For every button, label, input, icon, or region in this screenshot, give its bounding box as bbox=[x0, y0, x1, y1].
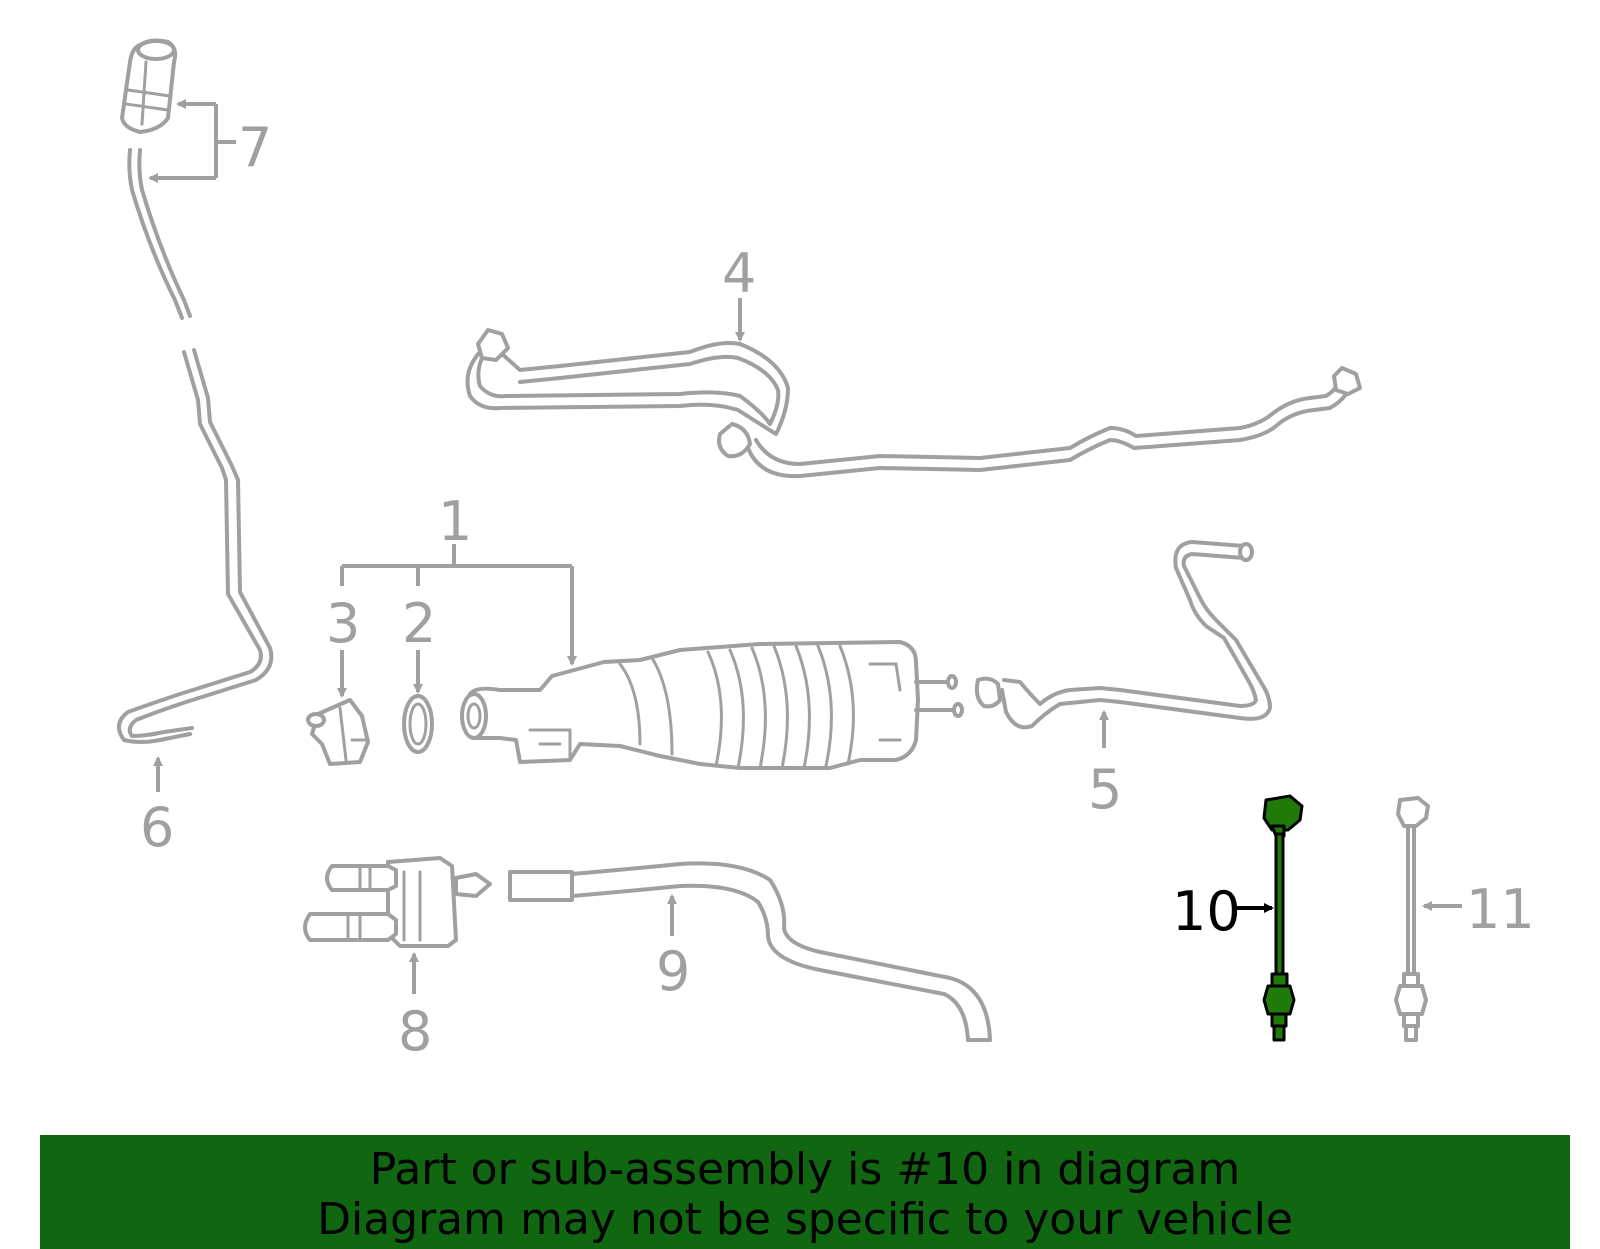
info-banner: Part or sub-assembly is #10 in diagram D… bbox=[40, 1135, 1570, 1249]
part-2 bbox=[402, 694, 434, 754]
part-3 bbox=[306, 698, 370, 766]
part-11-sensor bbox=[1394, 796, 1430, 1042]
part-9 bbox=[508, 861, 992, 1042]
callout-1: 1 bbox=[438, 490, 472, 553]
part-1-canister bbox=[460, 640, 964, 770]
part-8 bbox=[303, 856, 492, 948]
callout-8: 8 bbox=[398, 1000, 432, 1063]
part-6 bbox=[116, 348, 274, 744]
callout-10: 10 bbox=[1172, 880, 1241, 943]
callout-1-leader bbox=[340, 544, 577, 666]
part-7 bbox=[120, 38, 192, 320]
callout-2: 2 bbox=[402, 592, 436, 655]
banner-line-1: Part or sub-assembly is #10 in diagram bbox=[369, 1144, 1241, 1195]
callout-5: 5 bbox=[1088, 758, 1122, 821]
callout-11: 11 bbox=[1466, 878, 1535, 941]
part-5 bbox=[974, 540, 1272, 730]
callout-6: 6 bbox=[140, 796, 174, 859]
callout-3: 3 bbox=[326, 592, 360, 655]
banner-line-2: Diagram may not be specific to your vehi… bbox=[317, 1194, 1293, 1245]
callout-7-leader bbox=[148, 99, 236, 183]
part-4 bbox=[465, 328, 1362, 479]
callout-9: 9 bbox=[656, 940, 690, 1003]
callout-4: 4 bbox=[722, 242, 756, 305]
part-10-sensor bbox=[1262, 794, 1304, 1042]
callout-7: 7 bbox=[238, 116, 272, 179]
